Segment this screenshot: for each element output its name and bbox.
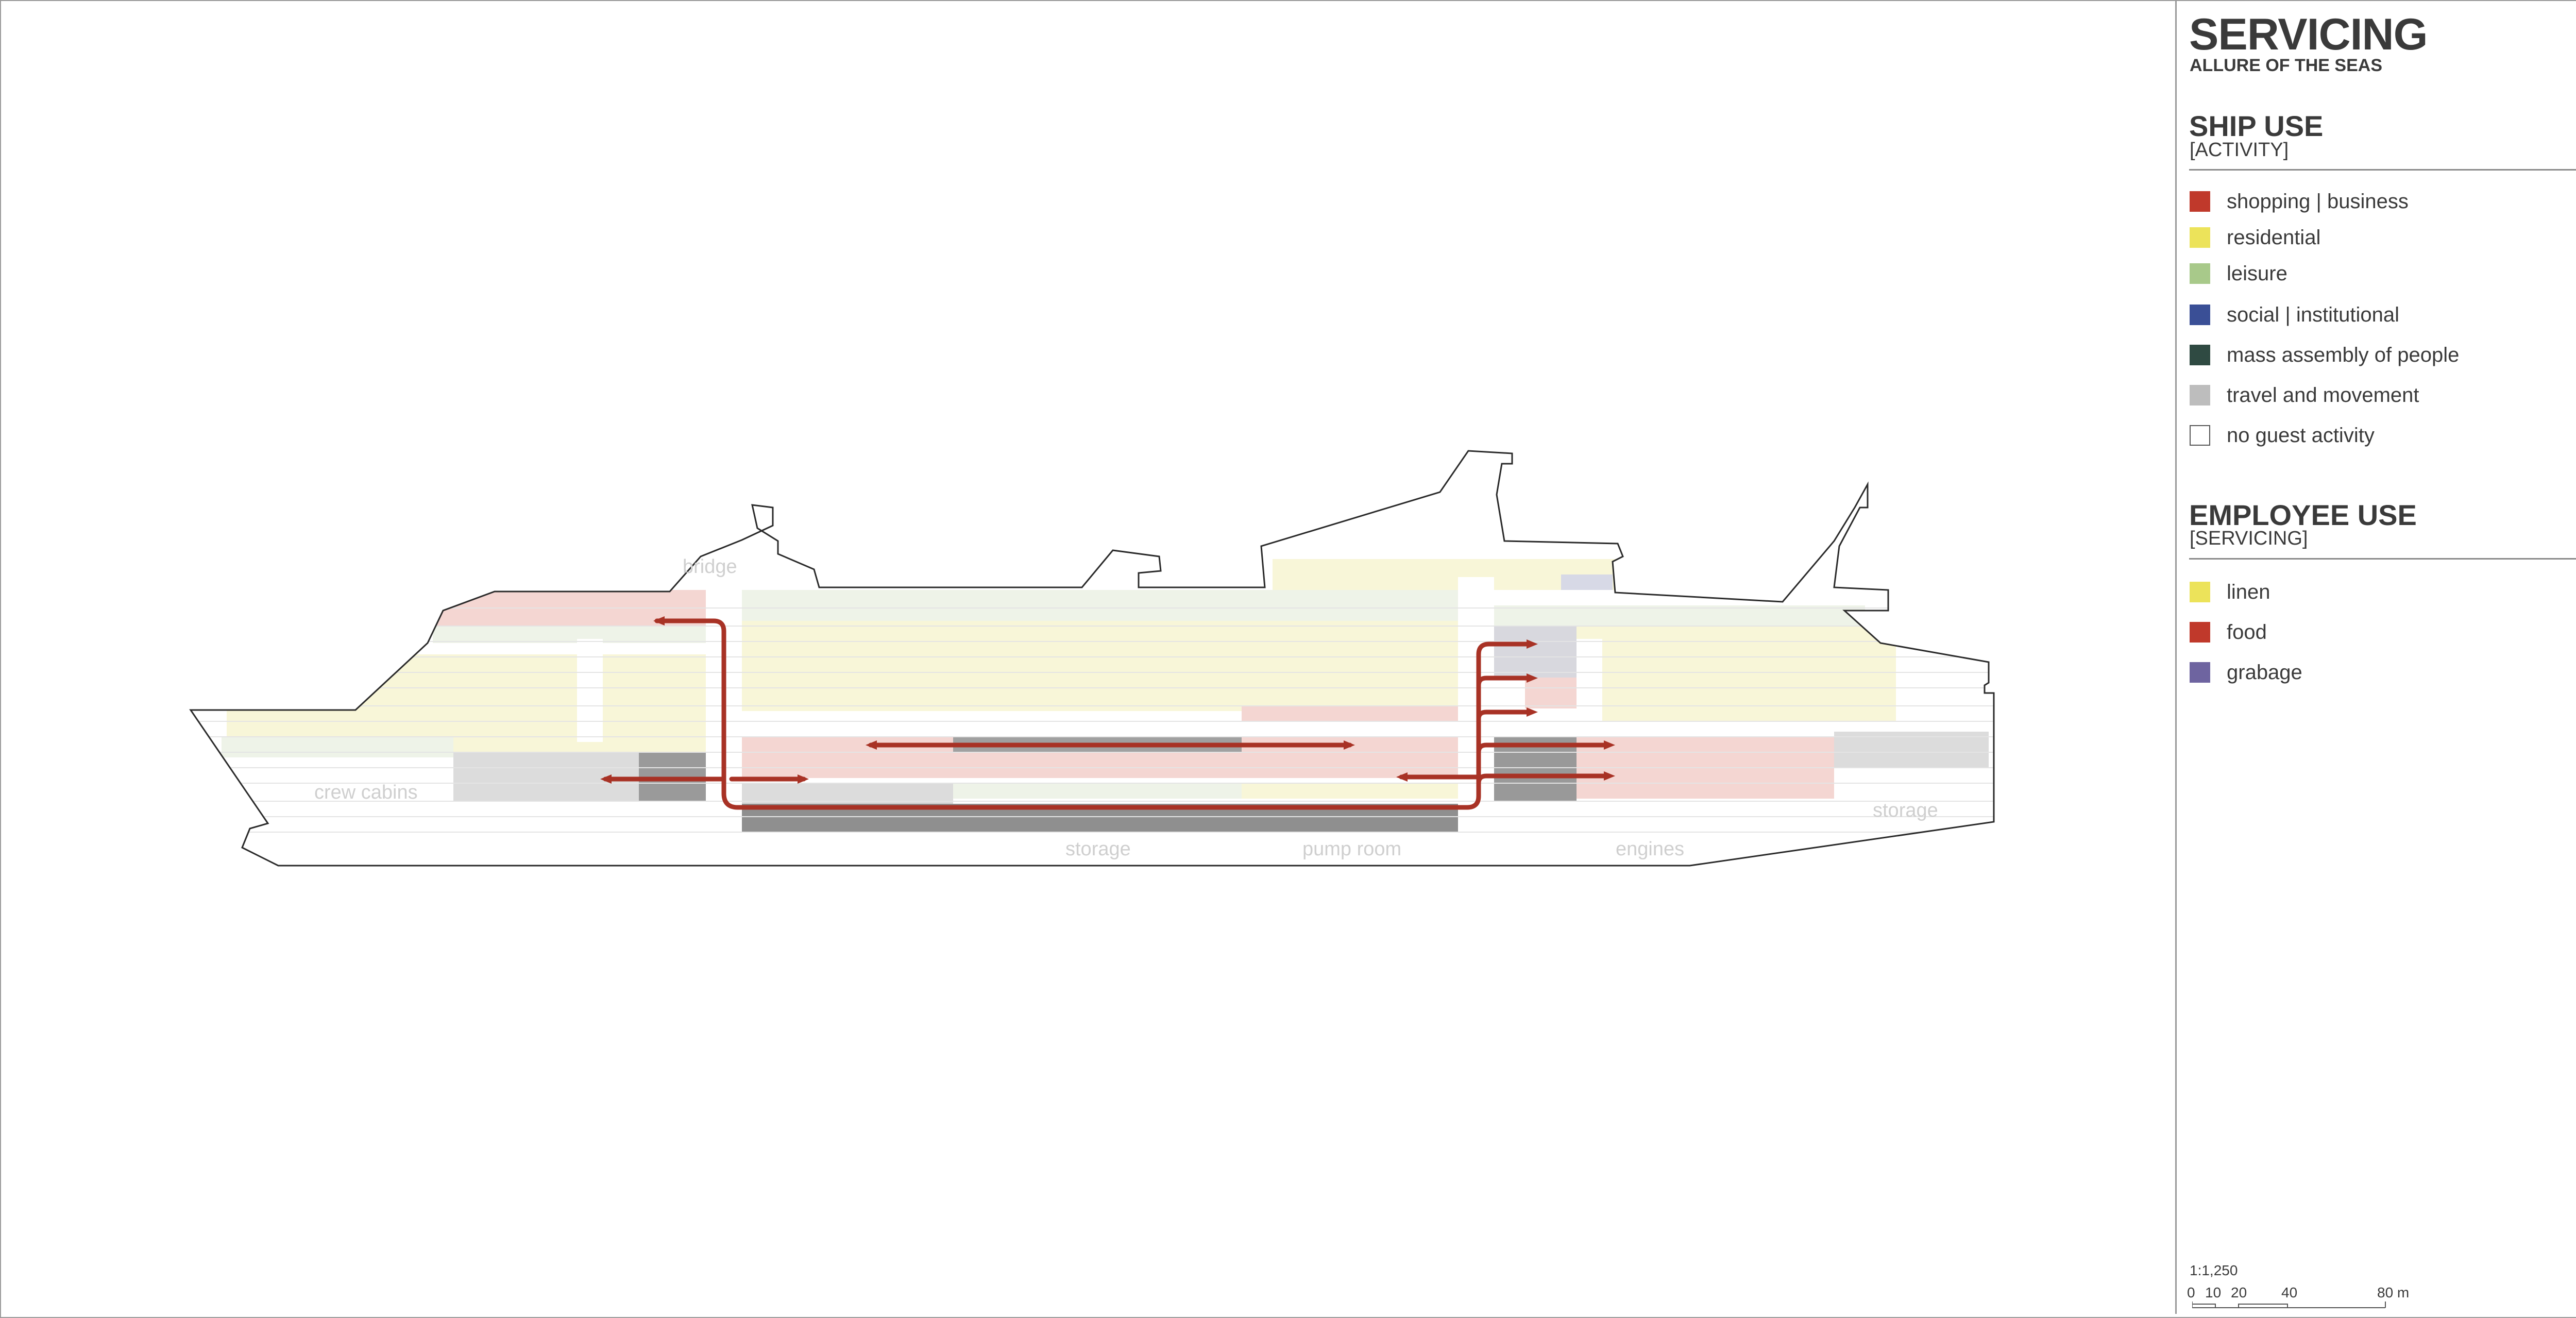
- scale-tick: 80 m: [2377, 1285, 2410, 1300]
- legend-swatch: [2190, 305, 2210, 325]
- employee-use-rule: [2189, 558, 2576, 560]
- label-engines: engines: [1616, 838, 1684, 860]
- scale-tick: 10: [2205, 1285, 2222, 1300]
- label-pump-room: pump room: [1302, 838, 1401, 860]
- legend-item-shopping-business: shopping | business: [2190, 190, 2409, 213]
- legend-swatch: [2190, 263, 2210, 284]
- employee-use-heading: EMPLOYEE USE: [2189, 499, 2417, 531]
- route-branch-2: [1476, 709, 1533, 721]
- ship-section-drawing: bridge crew cabins storage pump room eng…: [189, 450, 1995, 867]
- legend-swatch: [2190, 385, 2210, 405]
- legend-item-residential: residential: [2190, 226, 2320, 249]
- scale-tick: 40: [2281, 1285, 2298, 1300]
- ship-use-subheading: [ACTIVITY]: [2190, 139, 2289, 161]
- panel-divider: [2175, 0, 2177, 1314]
- legend-item-social-institutional: social | institutional: [2190, 303, 2399, 326]
- legend-swatch: [2190, 345, 2210, 365]
- scale-tick: 0: [2187, 1285, 2195, 1300]
- ship-use-rule: [2189, 169, 2576, 171]
- legend-swatch: [2190, 191, 2210, 212]
- label-storage-mid: storage: [1065, 838, 1131, 860]
- legend-item-no-guest-activity: no guest activity: [2190, 424, 2375, 447]
- legend-label: grabage: [2227, 661, 2302, 684]
- route-main-trunk: [654, 618, 1533, 810]
- legend-item-grabage: grabage: [2190, 661, 2302, 684]
- ship-section-svg: bridge crew cabins storage pump room eng…: [189, 450, 1995, 867]
- legend-label: social | institutional: [2227, 303, 2399, 326]
- route-arrowheads: [600, 616, 1615, 784]
- legend-label: leisure: [2227, 262, 2287, 285]
- legend-swatch: [2190, 582, 2210, 602]
- route-branch-1: [1476, 675, 1533, 688]
- legend-item-leisure: leisure: [2190, 262, 2287, 285]
- scale-tick: 20: [2231, 1285, 2247, 1300]
- legend-item-mass-assembly: mass assembly of people: [2190, 344, 2459, 366]
- label-crew-cabins: crew cabins: [314, 782, 418, 803]
- legend-label: linen: [2227, 580, 2270, 603]
- legend-label: shopping | business: [2227, 190, 2409, 213]
- legend-label: no guest activity: [2227, 424, 2375, 447]
- route-branch-4: [1476, 773, 1610, 786]
- legend-label: food: [2227, 620, 2267, 644]
- legend-label: mass assembly of people: [2227, 343, 2460, 366]
- employee-use-subheading: [SERVICING]: [2190, 528, 2308, 549]
- label-bridge: bridge: [683, 556, 737, 578]
- legend-swatch: [2190, 622, 2210, 643]
- food-service-routes: [603, 618, 1610, 810]
- route-branch-3: [1476, 742, 1610, 755]
- legend-label: residential: [2227, 226, 2321, 249]
- label-storage-stern: storage: [1873, 800, 1938, 821]
- page-subtitle: ALLURE OF THE SEAS: [2190, 56, 2383, 75]
- legend-swatch: [2190, 227, 2210, 248]
- legend-item-linen: linen: [2190, 581, 2270, 603]
- legend-item-food: food: [2190, 621, 2267, 644]
- scale-bar: [2192, 1302, 2386, 1308]
- scale-ratio: 1:1,250: [2190, 1262, 2238, 1278]
- page-title: SERVICING: [2189, 10, 2428, 59]
- legend-item-travel-movement: travel and movement: [2190, 384, 2419, 407]
- hull-outline: [189, 450, 1995, 867]
- legend-label: travel and movement: [2227, 383, 2419, 407]
- legend-swatch: [2190, 662, 2210, 683]
- ship-use-heading: SHIP USE: [2189, 110, 2324, 142]
- legend-swatch: [2190, 425, 2210, 446]
